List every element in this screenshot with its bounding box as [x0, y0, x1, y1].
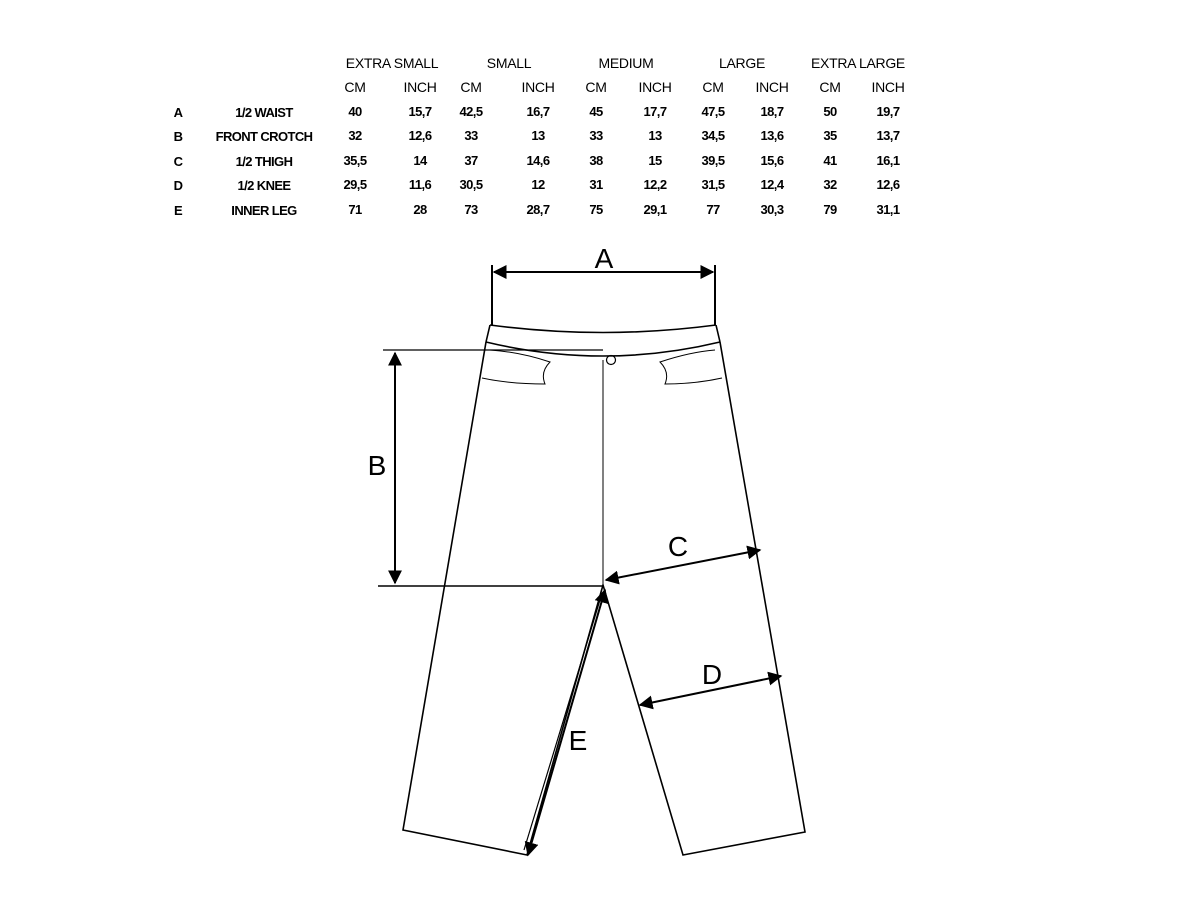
table-cell: 18,7	[760, 104, 785, 119]
size-header: LARGE	[719, 55, 765, 71]
table-cell: 32	[348, 128, 362, 143]
table-cell: 29,1	[643, 202, 668, 217]
unit-header: CM	[702, 79, 724, 95]
table-cell: 15,6	[760, 153, 785, 168]
table-cell: 16,1	[876, 153, 901, 168]
label-e: E	[569, 725, 588, 756]
table-cell: 31	[589, 177, 603, 192]
arrow-e	[524, 588, 609, 857]
table-cell: 16,7	[526, 104, 551, 119]
row-name: 1/2 WAIST	[235, 105, 293, 120]
table-cell: 14	[413, 153, 427, 168]
table-cell: 12,6	[876, 177, 901, 192]
table-cell: 71	[348, 202, 362, 217]
unit-header: CM	[819, 79, 841, 95]
unit-header: INCH	[403, 79, 437, 95]
arrow-c	[604, 545, 762, 585]
table-cell: 33	[464, 128, 478, 143]
unit-header: CM	[460, 79, 482, 95]
unit-header: INCH	[638, 79, 672, 95]
row-letter: A	[173, 105, 183, 120]
row-name: 1/2 THIGH	[235, 154, 293, 169]
table-cell: 33	[589, 128, 603, 143]
table-cell: 40	[348, 104, 362, 119]
table-cell: 75	[589, 202, 603, 217]
table-cell: 17,7	[643, 104, 668, 119]
label-c: C	[668, 531, 688, 562]
unit-header: INCH	[871, 79, 905, 95]
table-cell: 41	[823, 153, 837, 168]
table-cell: 39,5	[701, 153, 726, 168]
row-letter: E	[173, 203, 183, 218]
table-cell: 37	[464, 153, 478, 168]
row-name: INNER LEG	[231, 203, 297, 218]
table-cell: 77	[706, 202, 720, 217]
table-cell: 13,7	[876, 128, 901, 143]
unit-header: INCH	[755, 79, 789, 95]
table-cell: 34,5	[701, 128, 726, 143]
table-cell: 13,6	[760, 128, 785, 143]
size-header: MEDIUM	[598, 55, 654, 71]
table-cell: 38	[589, 153, 603, 168]
table-cell: 73	[464, 202, 478, 217]
button-icon	[605, 354, 617, 366]
table-cell: 12,2	[643, 177, 668, 192]
table-cell: 11,6	[408, 177, 432, 192]
table-cell: 50	[823, 104, 837, 119]
table-cell: 35,5	[343, 153, 368, 168]
table-cell: 15	[648, 153, 662, 168]
table-cell: 79	[823, 202, 837, 217]
table-cell: 12	[531, 177, 545, 192]
arrow-d	[638, 671, 783, 710]
size-header: SMALL	[486, 55, 532, 71]
table-cell: 12,4	[760, 177, 785, 192]
table-cell: 19,7	[876, 104, 901, 119]
row-letter: C	[173, 154, 183, 169]
pants-outline	[402, 324, 806, 856]
table-cell: 14,6	[526, 153, 551, 168]
size-header: EXTRA LARGE	[811, 55, 905, 71]
table-cell: 30,3	[760, 202, 785, 217]
size-header: EXTRA SMALL	[345, 55, 439, 71]
table-cell: 32	[823, 177, 837, 192]
table-cell: 15,7	[408, 104, 433, 119]
table-cell: 12,6	[408, 128, 433, 143]
table-cell: 13	[531, 128, 545, 143]
table-cell: 35	[823, 128, 837, 143]
table-cell: 31,1	[876, 202, 901, 217]
row-letter: B	[173, 129, 183, 144]
table-cell: 28,7	[526, 202, 551, 217]
unit-header: CM	[344, 79, 366, 95]
table-cell: 47,5	[701, 104, 726, 119]
table-cell: 30,5	[459, 177, 484, 192]
label-d: D	[702, 659, 722, 690]
measure-lines	[378, 265, 783, 857]
table-cell: 29,5	[343, 177, 368, 192]
table-cell: 28	[413, 202, 427, 217]
label-a: A	[595, 243, 614, 274]
table-cell: 31,5	[701, 177, 726, 192]
label-b: B	[368, 450, 387, 481]
unit-header: INCH	[521, 79, 555, 95]
table-cell: 13	[648, 128, 662, 143]
table-cell: 42,5	[459, 104, 484, 119]
row-name: 1/2 KNEE	[237, 178, 291, 193]
unit-header: CM	[585, 79, 607, 95]
row-name: FRONT CROTCH	[215, 129, 313, 144]
row-letter: D	[173, 178, 183, 193]
table-cell: 45	[589, 104, 603, 119]
